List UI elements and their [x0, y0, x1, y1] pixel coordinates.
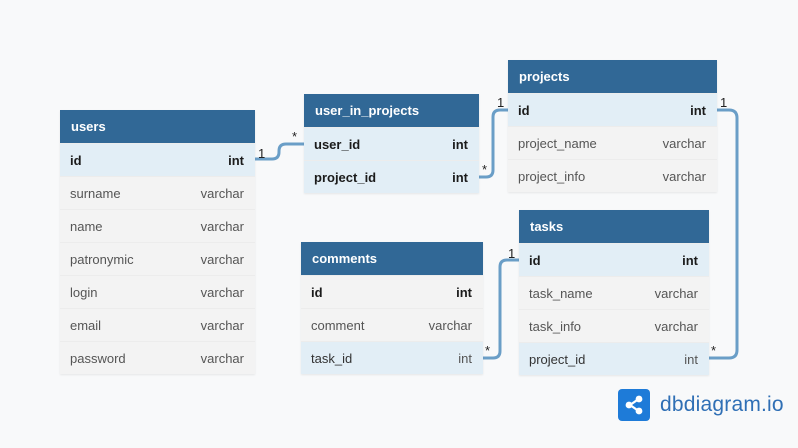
field-user-in-projects-user-id[interactable]: user_id int	[304, 127, 479, 160]
field-type: int	[690, 102, 706, 118]
table-users[interactable]: users id int surname varchar name varcha…	[60, 110, 255, 374]
cardinality-projects-id-right: 1	[720, 95, 728, 110]
field-type: int	[452, 169, 468, 185]
brand-name: dbdiagram.io	[660, 393, 784, 416]
cardinality-comments-task-id: *	[485, 343, 491, 358]
field-name: project_id	[314, 169, 377, 185]
field-type: int	[684, 351, 698, 367]
table-header-user-in-projects[interactable]: user_in_projects	[304, 94, 479, 127]
field-comments-id[interactable]: id int	[301, 275, 483, 308]
table-tasks[interactable]: tasks id int task_name varchar task_info…	[519, 210, 709, 375]
field-name: name	[70, 218, 103, 234]
table-projects[interactable]: projects id int project_name varchar pro…	[508, 60, 717, 192]
field-type: varchar	[200, 251, 244, 267]
field-projects-id[interactable]: id int	[508, 93, 717, 126]
field-tasks-task-info[interactable]: task_info varchar	[519, 309, 709, 342]
field-name: patronymic	[70, 251, 134, 267]
cardinality-user-in-projects-project-id: *	[482, 162, 488, 177]
field-users-id[interactable]: id int	[60, 143, 255, 176]
field-type: varchar	[200, 350, 244, 366]
table-header-comments[interactable]: comments	[301, 242, 483, 275]
field-tasks-task-name[interactable]: task_name varchar	[519, 276, 709, 309]
field-name: user_id	[314, 136, 361, 152]
field-type: varchar	[654, 318, 698, 334]
field-comments-comment[interactable]: comment varchar	[301, 308, 483, 341]
field-name: id	[70, 152, 82, 168]
field-users-email[interactable]: email varchar	[60, 308, 255, 341]
field-type: int	[452, 136, 468, 152]
field-name: task_info	[529, 318, 582, 334]
field-users-login[interactable]: login varchar	[60, 275, 255, 308]
cardinality-projects-id-left: 1	[497, 95, 505, 110]
field-tasks-project-id[interactable]: project_id int	[519, 342, 709, 375]
table-header-users[interactable]: users	[60, 110, 255, 143]
field-name: id	[529, 252, 541, 268]
field-projects-project-info[interactable]: project_info varchar	[508, 159, 717, 192]
field-name: login	[70, 284, 98, 300]
field-type: varchar	[200, 317, 244, 333]
table-user-in-projects[interactable]: user_in_projects user_id int project_id …	[304, 94, 479, 193]
field-type: int	[458, 350, 472, 366]
field-name: comment	[311, 317, 365, 333]
field-users-password[interactable]: password varchar	[60, 341, 255, 374]
field-name: task_name	[529, 285, 593, 301]
field-name: project_info	[518, 168, 586, 184]
field-users-surname[interactable]: surname varchar	[60, 176, 255, 209]
field-user-in-projects-project-id[interactable]: project_id int	[304, 160, 479, 193]
field-name: id	[311, 284, 323, 300]
field-type: varchar	[662, 168, 706, 184]
field-name: project_id	[529, 351, 586, 367]
table-header-tasks[interactable]: tasks	[519, 210, 709, 243]
cardinality-tasks-project-id: *	[711, 343, 717, 358]
table-header-projects[interactable]: projects	[508, 60, 717, 93]
cardinality-tasks-id: 1	[508, 246, 516, 261]
field-type: varchar	[200, 284, 244, 300]
field-name: email	[70, 317, 102, 333]
field-type: int	[682, 252, 698, 268]
table-comments[interactable]: comments id int comment varchar task_id …	[301, 242, 483, 374]
field-name: password	[70, 350, 126, 366]
field-name: project_name	[518, 135, 597, 151]
field-name: task_id	[311, 350, 353, 366]
field-type: varchar	[428, 317, 472, 333]
cardinality-user-in-projects-user-id: *	[292, 129, 298, 144]
field-type: int	[456, 284, 472, 300]
cardinality-users-id: 1	[258, 146, 266, 161]
share-nodes-icon	[618, 389, 650, 421]
field-projects-project-name[interactable]: project_name varchar	[508, 126, 717, 159]
field-type: varchar	[662, 135, 706, 151]
field-type: int	[228, 152, 244, 168]
field-type: varchar	[200, 185, 244, 201]
field-type: varchar	[200, 218, 244, 234]
field-comments-task-id[interactable]: task_id int	[301, 341, 483, 374]
field-type: varchar	[654, 285, 698, 301]
field-users-name[interactable]: name varchar	[60, 209, 255, 242]
field-name: surname	[70, 185, 121, 201]
dbdiagram-brand-link[interactable]: dbdiagram.io	[618, 389, 784, 421]
field-tasks-id[interactable]: id int	[519, 243, 709, 276]
field-name: id	[518, 102, 530, 118]
field-users-patronymic[interactable]: patronymic varchar	[60, 242, 255, 275]
